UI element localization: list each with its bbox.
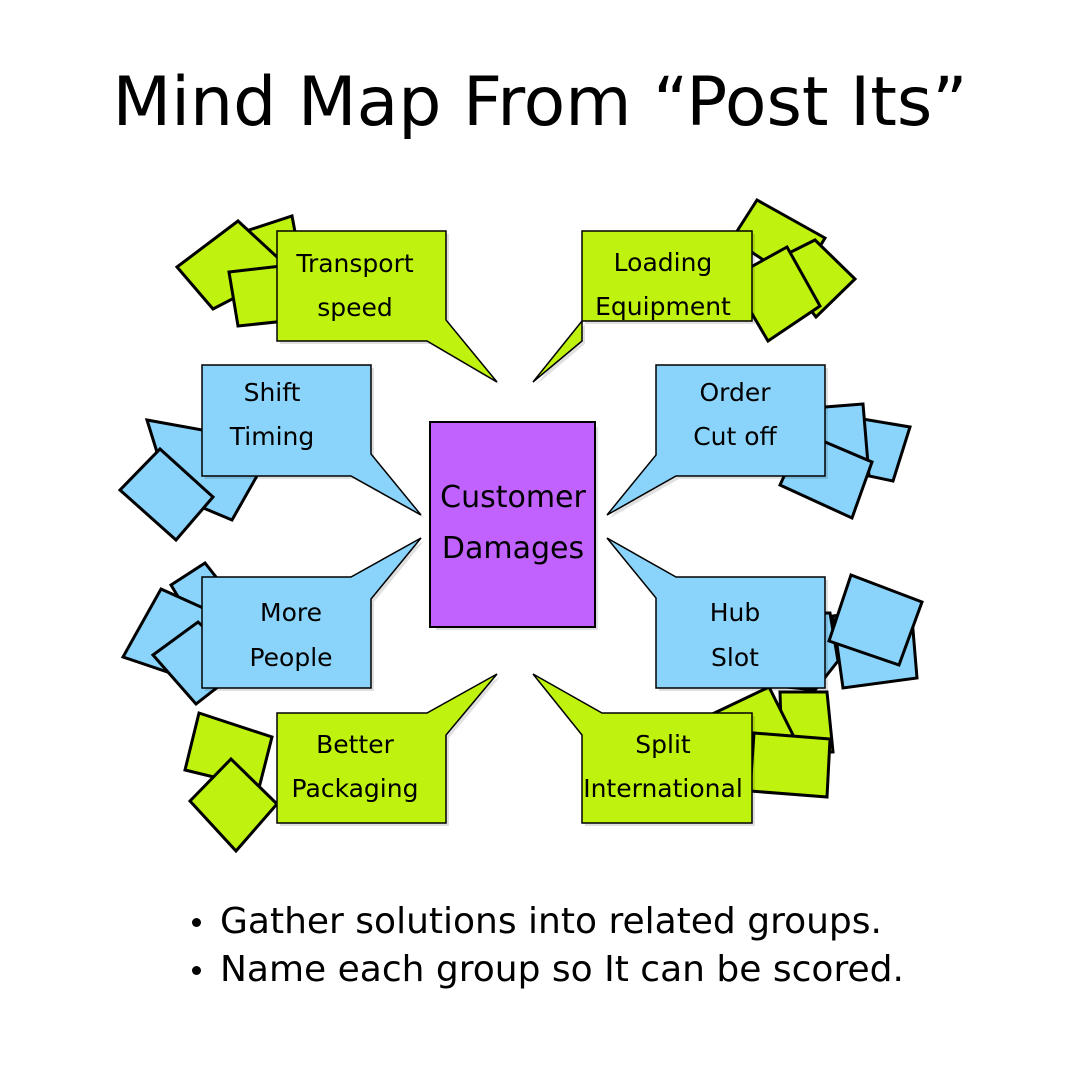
bullet-icon [192,918,201,927]
callout-label-line-1: Transport [295,249,414,278]
bullet-icon [192,966,201,975]
callout-label-line-2: Packaging [292,774,419,803]
post-it-note [117,446,216,543]
callout-label-line-1: Better [316,730,395,759]
callout-bubble [606,364,826,516]
callout-label-line-1: Shift [244,378,301,407]
center-label-line-2: Damages [442,531,584,566]
callout-bubble [276,673,498,824]
callout-label-line-2: Cut off [693,422,777,451]
instruction-item: Gather solutions into related groups. [192,898,904,946]
callout-label-line-1: Split [635,730,691,759]
center-node: Customer Damages [429,421,598,630]
page-title: Mind Map From “Post Its” [112,63,968,142]
callout-bubble [276,230,498,383]
callout-label-line-2: International [583,774,743,803]
callout-label-line-1: More [260,598,322,627]
callout-label-line-1: Loading [614,248,713,277]
callout-label-line-2: speed [317,293,393,322]
post-it-cluster-better-packaging [183,711,280,854]
post-it-note [748,731,832,799]
callout-label-line-2: Slot [711,643,759,672]
callout-label-line-2: Equipment [595,292,731,321]
callout-transport-speed: Transport speed [276,230,500,385]
post-it-note [827,573,924,667]
callout-label-line-2: Timing [229,422,314,451]
post-it-note [728,244,822,344]
callout-label-line-1: Hub [710,598,761,627]
callout-label-line-2: People [249,643,332,672]
instruction-list: Gather solutions into related groups. Na… [192,898,904,994]
callout-bubble [532,673,753,824]
callout-bubble [606,537,826,689]
instruction-item: Name each group so It can be scored. [192,946,904,994]
callout-bubble [201,537,422,689]
post-it-cluster-loading-equipment [728,198,858,344]
callout-label-line-1: Order [699,378,771,407]
callout-bubble [532,230,753,383]
callout-bubble [201,364,422,516]
center-label-line-1: Customer [440,480,586,515]
